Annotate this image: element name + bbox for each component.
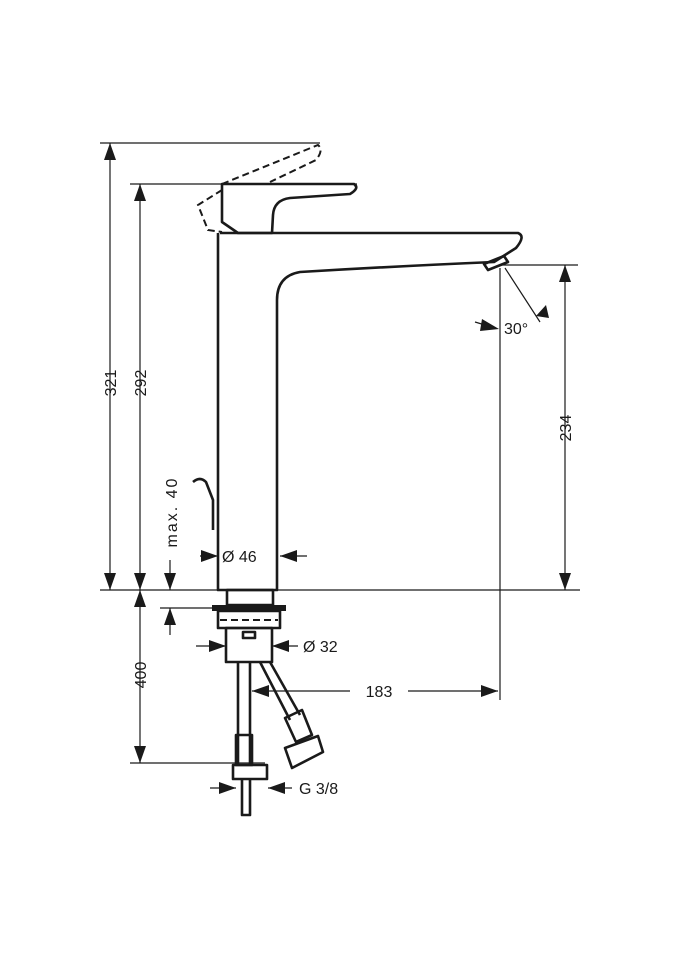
dimension-lines — [100, 142, 580, 789]
dia-46-label: Ø 46 — [222, 549, 257, 566]
reach-183-label: 183 — [366, 684, 393, 701]
faucet-outline — [192, 143, 523, 817]
thread-g38-label: G 3/8 — [299, 781, 338, 798]
angle-30-label: 30° — [504, 321, 528, 338]
max-40-label: max. 40 — [164, 477, 181, 548]
dia-32-label: Ø 32 — [303, 639, 338, 656]
dim-400-label: 400 — [133, 662, 150, 689]
dim-292-label: 292 — [133, 370, 150, 397]
dim-234-label: 234 — [558, 415, 575, 442]
arrowheads — [104, 143, 571, 794]
dim-321-label: 321 — [103, 370, 120, 397]
